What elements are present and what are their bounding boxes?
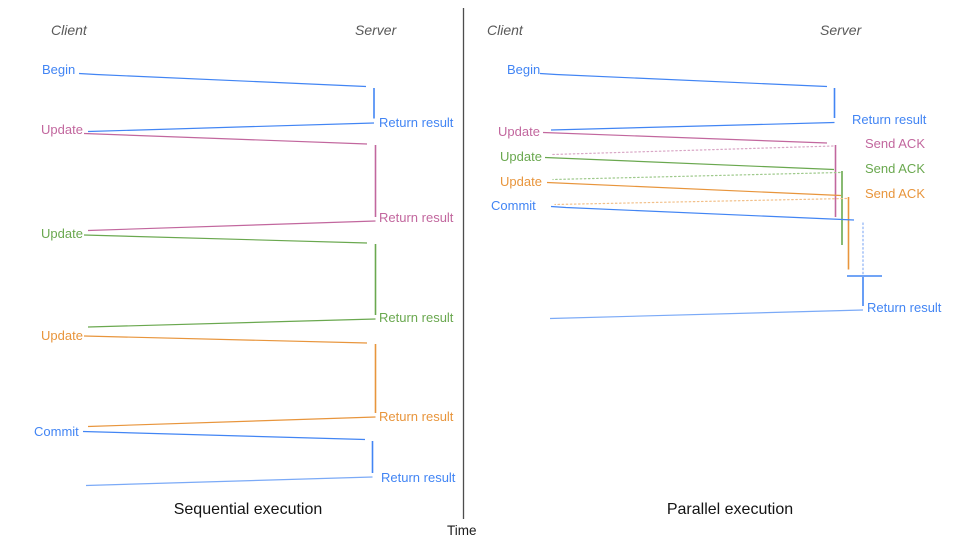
seq-update2-return-arrow: [87, 318, 376, 328]
par-update2-ack-arrow: [552, 171, 841, 181]
par-begin-arrows: [539, 72, 836, 131]
par-update2-arrows: [544, 156, 843, 245]
seq-update1-label: Update: [41, 122, 83, 137]
seq-commit-label: Commit: [34, 424, 79, 439]
seq-update2-request-arrow: [83, 234, 368, 244]
par-return-result-2: Return result: [867, 300, 942, 315]
par-update3-ack-arrow: [554, 197, 848, 206]
seq-update1-arrows: [83, 132, 377, 232]
seq-update3-request-arrow: [83, 335, 368, 344]
seq-return-result-5: Return result: [381, 470, 456, 485]
par-update1-arrows: [542, 131, 837, 217]
seq-server-label: Server: [355, 22, 397, 38]
seq-return-result-1: Return result: [379, 115, 454, 130]
par-return-result-1: Return result: [852, 112, 927, 127]
par-update1-label: Update: [498, 124, 540, 139]
par-begin-label: Begin: [507, 62, 541, 77]
time-axis-label: Time: [447, 523, 477, 538]
seq-update3-return-arrow: [87, 416, 376, 428]
par-commit-arrows: [549, 205, 882, 320]
par-commit-label: Commit: [491, 198, 536, 213]
par-update1-request-arrow: [542, 131, 828, 144]
par-update3-label: Update: [500, 174, 542, 189]
seq-update1-return-arrow: [87, 220, 376, 232]
par-begin-request-arrow: [539, 72, 828, 88]
seq-begin-request-arrow: [78, 72, 367, 88]
par-server-label: Server: [820, 22, 862, 38]
par-update2-label: Update: [500, 149, 542, 164]
seq-return-result-3: Return result: [379, 310, 454, 325]
par-client-label: Client: [487, 22, 523, 38]
seq-update1-request-arrow: [83, 132, 368, 145]
seq-commit-arrows: [82, 430, 374, 487]
par-send-ack-3: Send ACK: [865, 186, 925, 201]
par-update2-request-arrow: [544, 156, 835, 171]
seq-update2-label: Update: [41, 226, 83, 241]
par-update1-ack-arrow: [551, 145, 834, 156]
par-send-ack-1: Send ACK: [865, 136, 925, 151]
par-begin-return-arrow: [550, 121, 835, 131]
seq-panel-title: Sequential execution: [173, 501, 323, 518]
seq-update3-arrows: [83, 335, 377, 428]
seq-update2-arrows: [83, 234, 377, 328]
seq-begin-label: Begin: [42, 62, 76, 77]
seq-update3-label: Update: [41, 328, 83, 343]
seq-commit-request-arrow: [82, 430, 366, 441]
par-send-ack-2: Send ACK: [865, 161, 925, 176]
par-update3-request-arrow: [546, 181, 842, 197]
par-commit-request-arrow: [550, 205, 855, 221]
seq-commit-return-arrow: [85, 476, 373, 487]
seq-begin-arrows: [78, 72, 375, 133]
par-update3-arrows: [546, 181, 850, 270]
seq-begin-return-arrow: [87, 122, 375, 133]
par-commit-return-arrow: [549, 309, 864, 320]
seq-client-label: Client: [51, 22, 87, 38]
par-panel-title: Parallel execution: [666, 501, 794, 518]
seq-return-result-2: Return result: [379, 210, 454, 225]
seq-return-result-4: Return result: [379, 409, 454, 424]
